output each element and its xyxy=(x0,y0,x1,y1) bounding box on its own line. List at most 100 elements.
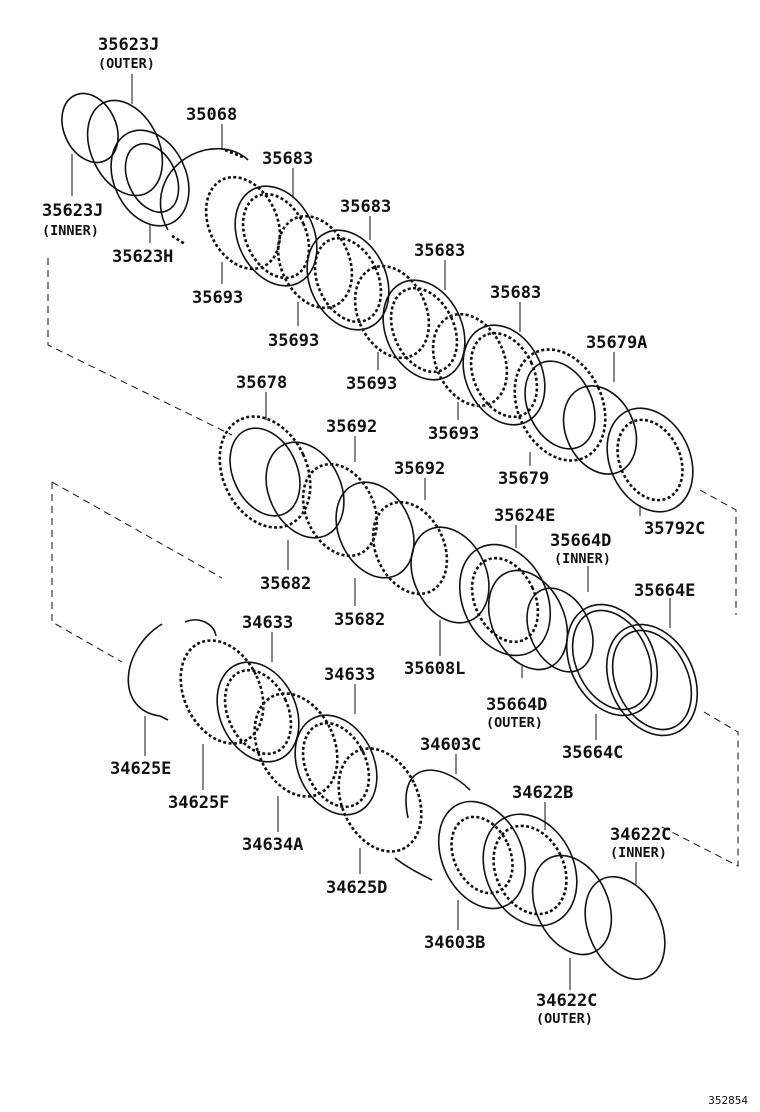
callout-34622C-outer: 34622C xyxy=(536,991,597,1011)
callout-35693-c: 35693 xyxy=(346,374,397,394)
callout-35693-b: 35693 xyxy=(268,331,319,351)
part-oring-34622C-inner xyxy=(584,875,666,981)
callout-35664E: 35664E xyxy=(634,581,695,601)
part-plate-34625F xyxy=(179,639,265,745)
part-plate-35692-2 xyxy=(371,500,449,596)
callout-35664C: 35664C xyxy=(562,743,623,763)
part-plate-35683-1 xyxy=(234,185,318,287)
callout-35623J-outer: 35623J xyxy=(98,35,159,55)
callout-35692-a: 35692 xyxy=(326,417,377,437)
part-ring-35664C xyxy=(565,603,659,717)
part-piston-35624E-in xyxy=(470,556,540,644)
guide-line-right-upper xyxy=(699,489,737,615)
guide-line-left-upper xyxy=(47,258,233,436)
part-ring-35664C-in xyxy=(571,609,653,711)
part-plate-35678 xyxy=(218,415,312,529)
callout-35683-b: 35683 xyxy=(340,197,391,217)
callout-35623J-outer-qualifier: (OUTER) xyxy=(98,56,155,72)
callout-35679A: 35679A xyxy=(586,333,647,353)
callout-35683-d: 35683 xyxy=(490,283,541,303)
part-plate-35679-in xyxy=(524,360,596,450)
callout-35693-a: 35693 xyxy=(192,288,243,308)
callout-35682-a: 35682 xyxy=(260,574,311,594)
part-piston-34622B xyxy=(482,813,578,927)
guide-lines xyxy=(47,258,739,867)
part-piston-35623H xyxy=(110,129,190,227)
part-drawings xyxy=(61,92,699,981)
callout-35608L: 35608L xyxy=(404,659,465,679)
callout-34622C-inner: 34622C xyxy=(610,825,671,845)
guide-line-right-lower xyxy=(659,711,739,867)
part-disc-35682-1 xyxy=(265,441,345,539)
callout-35623J-inner-qualifier: (INNER) xyxy=(42,223,99,239)
leader-lines xyxy=(71,74,671,990)
callout-35664D-outer: 35664D xyxy=(486,695,547,715)
part-disc-34633-1 xyxy=(216,661,300,763)
part-spring-35068 xyxy=(159,147,249,231)
part-piston-35624E xyxy=(458,543,552,657)
part-disc-34633-2 xyxy=(294,714,378,816)
callout-35068: 35068 xyxy=(186,105,237,125)
part-snapring-34603C xyxy=(405,769,471,819)
part-oring-35664D-outer xyxy=(487,569,569,671)
callout-34603C: 34603C xyxy=(420,735,481,755)
callout-35682-b: 35682 xyxy=(334,610,385,630)
part-piston-35792C-in xyxy=(616,418,684,502)
part-plate-34625D xyxy=(337,747,423,853)
callout-labels: 35623J (OUTER) 35068 35623J (INNER) 3568… xyxy=(42,35,705,1027)
part-disc-35693-4 xyxy=(431,312,509,408)
callout-34634A: 34634A xyxy=(242,835,303,855)
part-retainer-34603B xyxy=(437,800,527,910)
part-disc-35693-3 xyxy=(353,264,431,360)
callout-35623H: 35623H xyxy=(112,247,173,267)
part-plate-35683-1-in xyxy=(241,192,311,280)
part-snapring-35679A xyxy=(562,385,638,475)
part-ring-35664E-in xyxy=(611,629,693,731)
part-plate-35683-2 xyxy=(306,229,390,331)
callout-35664D-inner-qualifier: (INNER) xyxy=(554,551,611,567)
callout-35664D-inner: 35664D xyxy=(550,531,611,551)
part-plate-35679 xyxy=(513,348,607,462)
callout-35623J-inner: 35623J xyxy=(42,201,103,221)
part-ring-35664E xyxy=(605,623,699,737)
part-plate-35683-3-in xyxy=(389,286,459,374)
part-disc-35693-2 xyxy=(276,214,354,310)
callout-34622C-outer-qualifier: (OUTER) xyxy=(536,1011,593,1027)
part-retainer-35608L xyxy=(410,526,490,624)
part-ring-35623J-outer-thin xyxy=(61,92,119,164)
part-disc-35682-2 xyxy=(335,481,415,579)
callout-34625D: 34625D xyxy=(326,878,387,898)
part-disc-34633-2-in xyxy=(301,721,371,809)
callout-34625E: 34625E xyxy=(110,759,171,779)
part-retainer-34603B-in xyxy=(450,815,514,895)
part-plate-35683-2-in xyxy=(313,236,383,324)
part-plate-35678-in xyxy=(229,427,301,517)
callout-35692-b: 35692 xyxy=(394,459,445,479)
callout-35678: 35678 xyxy=(236,373,287,393)
callout-34625F: 34625F xyxy=(168,793,229,813)
callout-35664D-outer-qualifier: (OUTER) xyxy=(486,715,543,731)
callout-35792C: 35792C xyxy=(644,519,705,539)
part-snapring-34625E xyxy=(127,623,169,721)
part-oring-35664D-inner xyxy=(526,587,594,673)
part-plate-35683-4 xyxy=(462,324,546,426)
part-disc-34633-1-in xyxy=(223,668,293,756)
callout-34622B: 34622B xyxy=(512,783,573,803)
callout-34633-a: 34633 xyxy=(242,613,293,633)
diagram-reference-number: 352854 xyxy=(708,1094,748,1107)
callout-34603B: 34603B xyxy=(424,933,485,953)
callout-35624E: 35624E xyxy=(494,506,555,526)
callout-34622C-inner-qualifier: (INNER) xyxy=(610,845,667,861)
part-snapring-34603C-tail xyxy=(394,857,433,881)
part-snapring-34625E-top xyxy=(184,619,217,637)
part-oring-34622C-outer xyxy=(531,854,613,956)
callout-35693-d: 35693 xyxy=(428,424,479,444)
callout-35683-a: 35683 xyxy=(262,149,313,169)
part-spring-35068-ends xyxy=(171,148,246,246)
callout-35683-c: 35683 xyxy=(414,241,465,261)
callout-35679: 35679 xyxy=(498,469,549,489)
guide-line-left-lower xyxy=(51,481,223,663)
part-disc-35693-1 xyxy=(204,175,282,271)
part-plate-35683-3 xyxy=(382,279,466,381)
